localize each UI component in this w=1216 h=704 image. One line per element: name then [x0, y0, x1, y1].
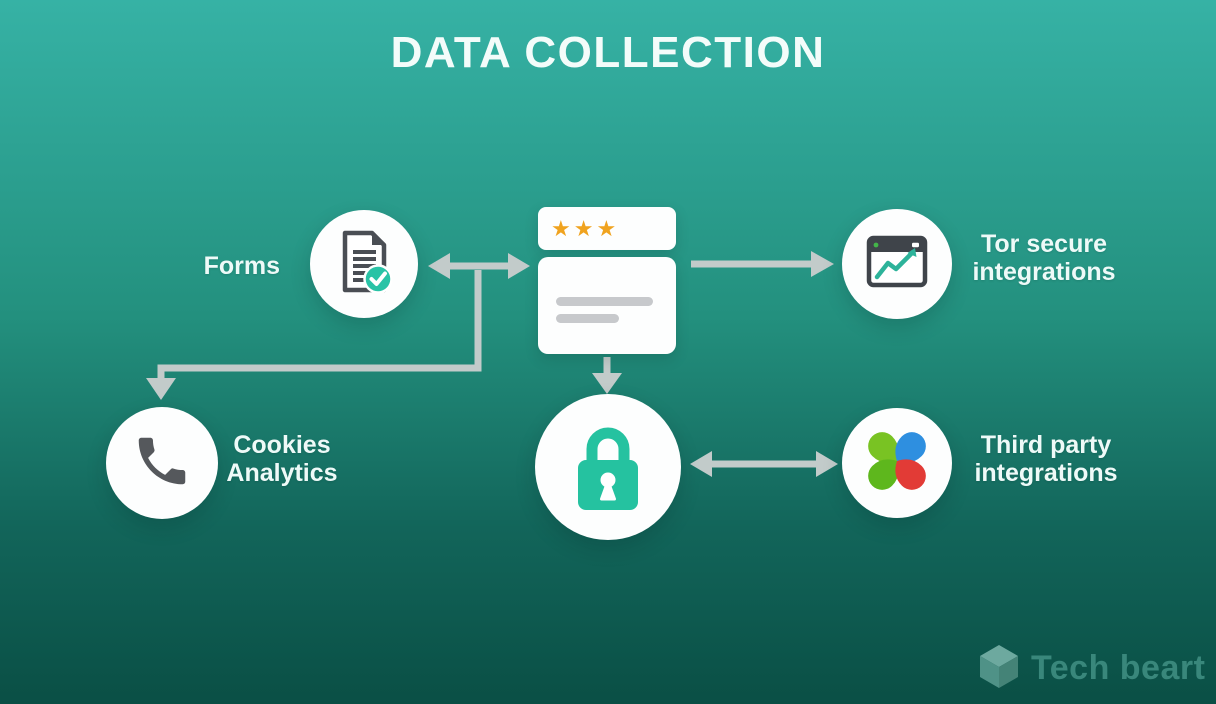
arrow-card-cookies: [146, 270, 482, 400]
browser-chart-icon: [865, 234, 929, 295]
arrow-card-lock: [592, 357, 622, 394]
arrow-card-secure: [691, 251, 834, 277]
security-lock-node: [535, 394, 681, 540]
text-line-placeholder: [556, 314, 619, 323]
phone-icon: [131, 430, 193, 497]
document-check-icon: [333, 228, 395, 301]
text-line-placeholder: [556, 297, 653, 306]
arrow-lock-thirdparty: [690, 451, 838, 477]
lock-icon: [565, 417, 651, 518]
secure-integrations-node: [842, 209, 952, 319]
brand-logo: Tech beart: [976, 642, 1205, 695]
cookies-analytics-label: Cookies Analytics: [226, 431, 338, 487]
clover-icon: [858, 422, 936, 505]
cookies-analytics-node: [106, 407, 218, 519]
secure-integrations-label: Tor secure integrations: [972, 230, 1116, 286]
third-party-label: Third party integrations: [974, 431, 1118, 487]
brand-logo-text: Tech beart: [1031, 649, 1206, 687]
page-title: DATA COLLECTION: [390, 28, 826, 77]
third-party-node: [842, 408, 952, 518]
arrow-forms-card: [428, 253, 530, 279]
star-rating-icon: ★★★: [551, 215, 620, 241]
rating-card-body: [538, 257, 676, 354]
forms-label: Forms: [203, 252, 280, 280]
cube-icon: [976, 642, 1022, 695]
forms-node: [310, 210, 418, 318]
rating-card-header: ★★★: [538, 207, 676, 250]
